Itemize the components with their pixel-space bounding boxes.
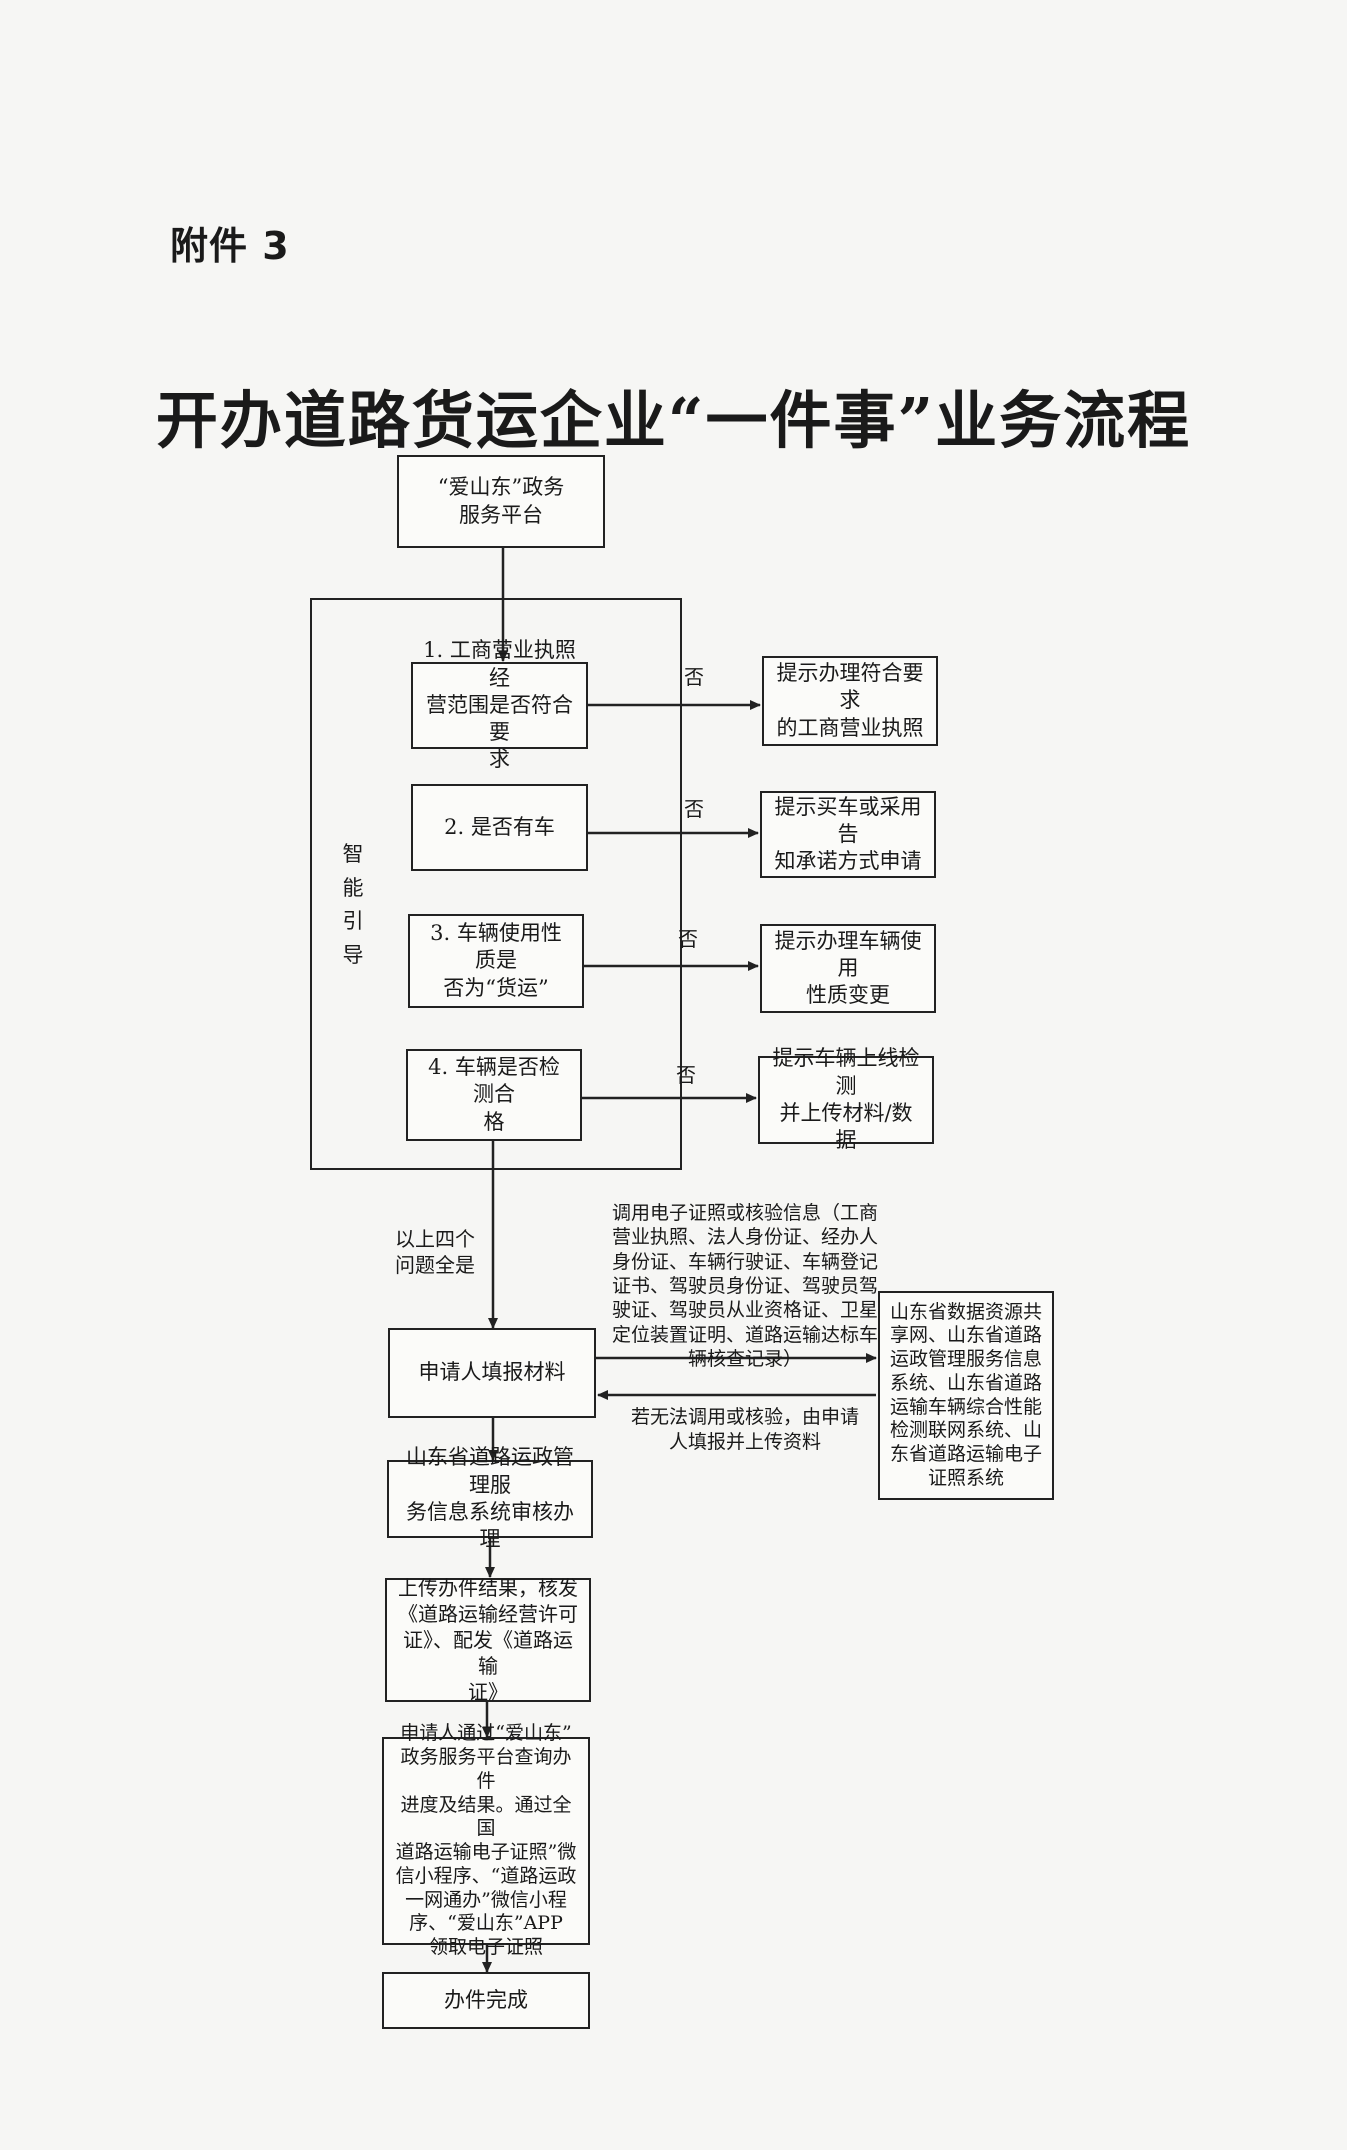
call-info-label: 调用电子证照或核验信息（工商 营业执照、法人身份证、经办人 身份证、车辆行驶证、…	[611, 1202, 878, 1370]
no-label-4: 否	[676, 1063, 696, 1087]
no-label-3: 否	[678, 927, 698, 951]
prompt-2-node: 提示买车或采用告 知承诺方式申请	[760, 791, 936, 878]
fallback-label: 若无法调用或核验，由申请 人填报并上传资料	[630, 1406, 859, 1453]
query-node: 申请人通过“爱山东” 政务服务平台查询办件 进度及结果。通过全国 道路运输电子证…	[382, 1722, 590, 1958]
attachment-number: 附件 3	[170, 224, 290, 268]
prompt-1-node: 提示办理符合要求 的工商营业执照	[762, 656, 938, 746]
check-1-node: 1. 工商营业执照经 营范围是否符合要 求	[411, 638, 588, 771]
check-2-node: 2. 是否有车	[411, 784, 588, 871]
all-yes-label: 以上四个 问题全是	[395, 1227, 475, 1277]
systems-node: 山东省数据资源共 享网、山东省道路 运政管理服务信息 系统、山东省道路 运输车辆…	[878, 1291, 1054, 1500]
smart-guide-label: 智能引导	[342, 842, 364, 967]
smart-guide-frame	[310, 598, 682, 1170]
issue-node: 上传办件结果，核发 《道路运输经营许可 证》、配发《道路运输 证》	[385, 1576, 591, 1704]
page-title: 开办道路货运企业“一件事”业务流程	[155, 384, 1192, 457]
apply-node: 申请人填报材料	[388, 1328, 596, 1418]
check-4-node: 4. 车辆是否检测合 格	[406, 1049, 582, 1141]
prompt-3-node: 提示办理车辆使用 性质变更	[760, 924, 936, 1013]
platform-node: “爱山东”政务 服务平台	[397, 455, 605, 548]
no-label-2: 否	[684, 797, 704, 821]
review-node: 山东省道路运政管理服 务信息系统审核办理	[387, 1445, 593, 1551]
check-3-node: 3. 车辆使用性质是 否为“货运”	[408, 914, 584, 1008]
done-node: 办件完成	[382, 1972, 590, 2029]
no-label-1: 否	[684, 665, 704, 689]
prompt-4-node: 提示车辆上线检测 并上传材料/数据	[758, 1046, 934, 1152]
